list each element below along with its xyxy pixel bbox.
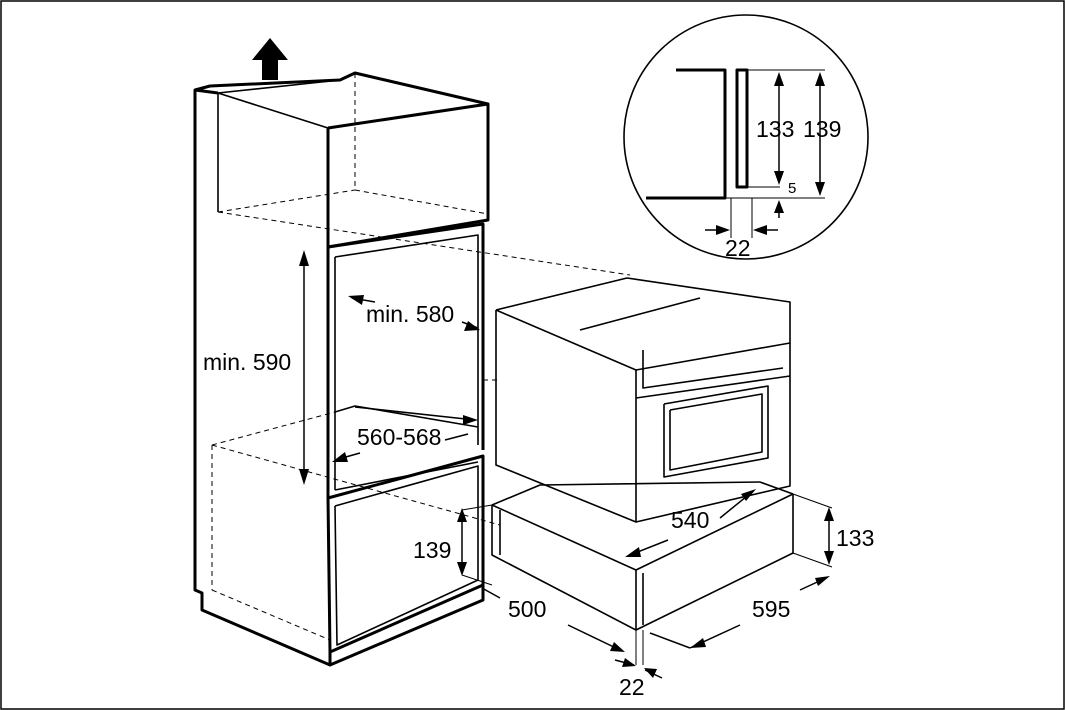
label-detail-outer-height: 139 xyxy=(803,116,841,142)
label-drawer-front-offset: 22 xyxy=(619,674,645,700)
label-detail-inner-height: 133 xyxy=(756,116,794,142)
label-drawer-front-height: 133 xyxy=(836,525,874,551)
up-arrow-icon xyxy=(252,38,288,80)
label-niche-width: 560-568 xyxy=(357,424,441,450)
appliance xyxy=(495,277,791,523)
label-appliance-width: 540 xyxy=(671,507,709,533)
label-niche-height: min. 590 xyxy=(203,349,291,375)
label-drawer-depth: 500 xyxy=(508,596,546,622)
label-drawer-height-left: 139 xyxy=(413,537,451,563)
label-niche-depth: min. 580 xyxy=(366,301,454,327)
label-detail-offset: 22 xyxy=(725,235,751,261)
hidden-lines xyxy=(211,73,631,641)
warming-drawer xyxy=(491,481,794,631)
label-drawer-front-width: 595 xyxy=(752,596,790,622)
label-detail-gap: 5 xyxy=(788,180,796,197)
detail-circle xyxy=(623,14,869,260)
dimension-lines xyxy=(299,250,834,679)
